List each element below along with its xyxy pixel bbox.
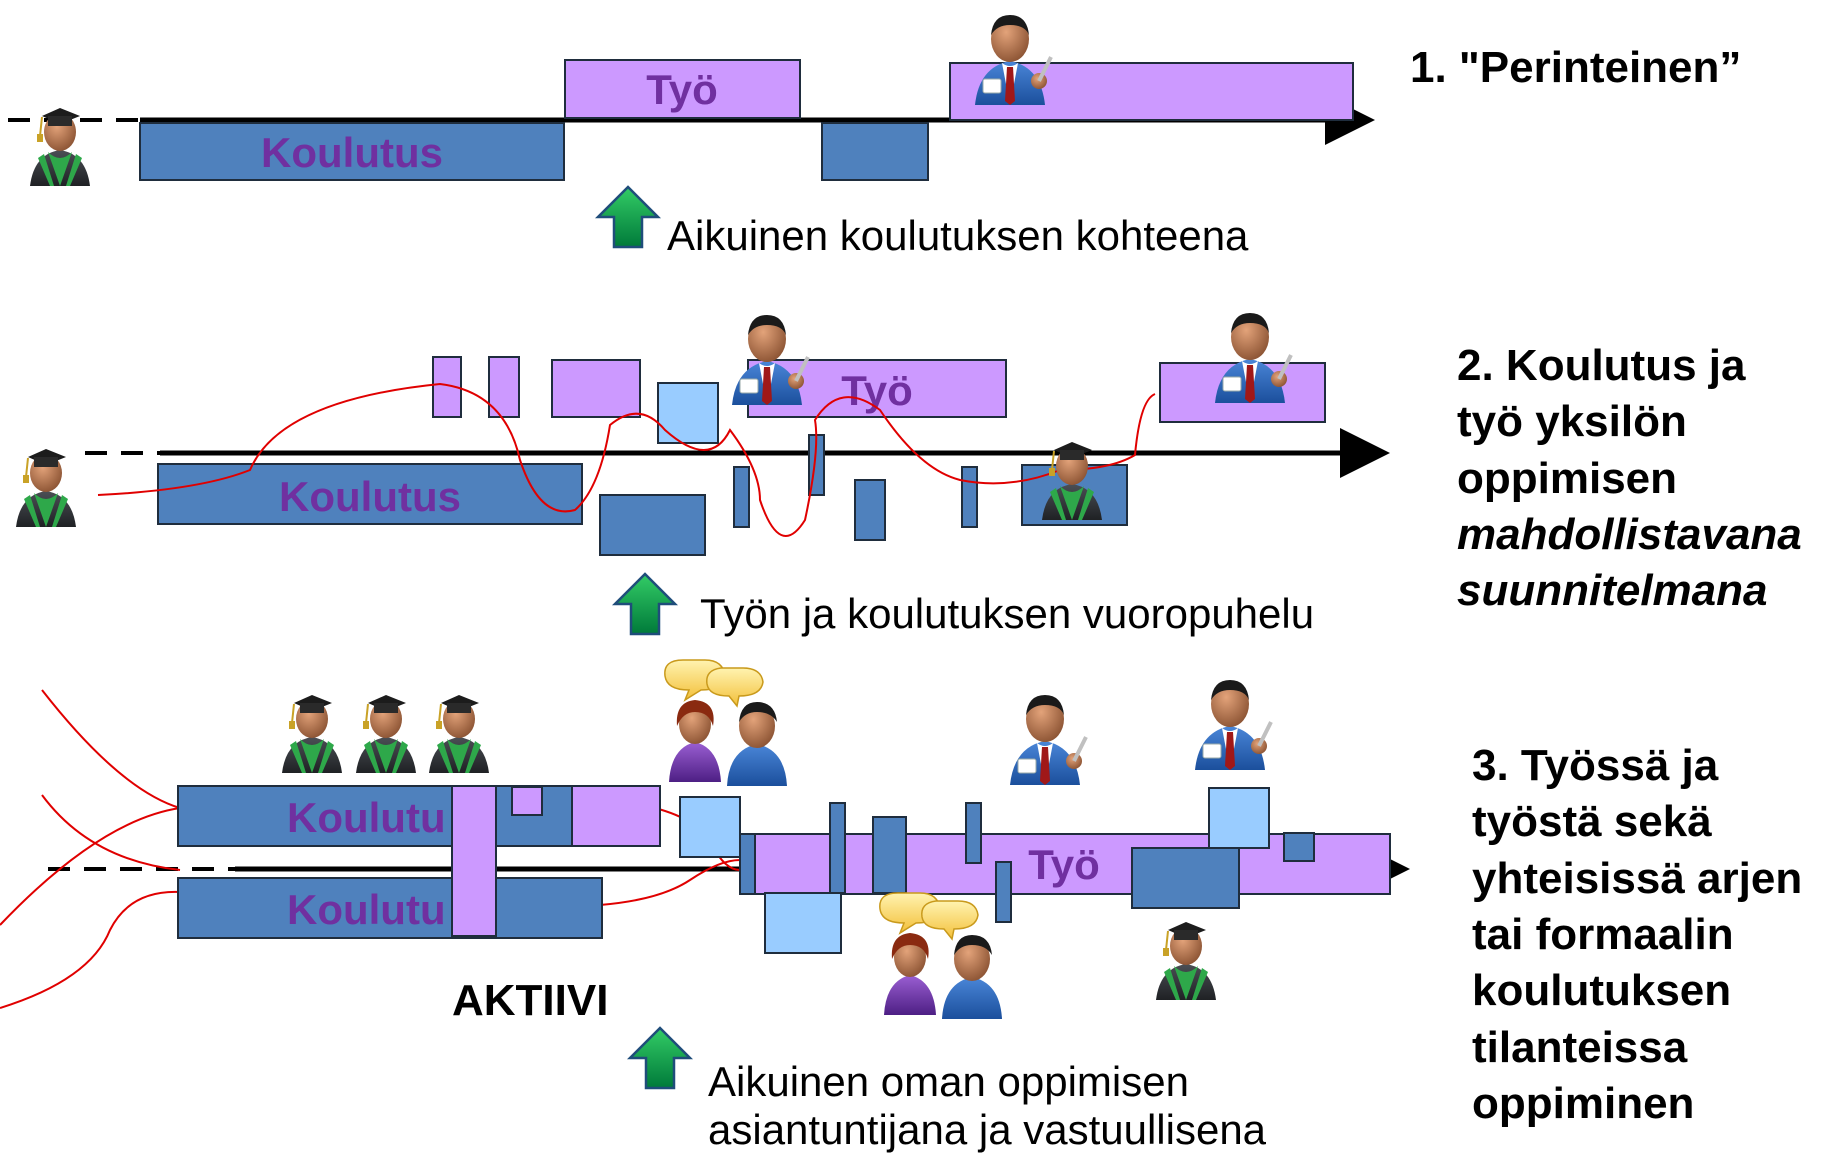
row1-caption: Aikuinen koulutuksen kohteena: [667, 212, 1249, 259]
row1-koulutus-bar: [139, 122, 565, 181]
row3-title-line-3: yhteisissä arjen: [1472, 853, 1803, 903]
row3-koulutus-thin-4: [995, 861, 1012, 923]
row3-koulutus-thin-2: [829, 802, 846, 894]
row3-mixed-block-1: [679, 796, 741, 858]
row2-title-line-3: oppimisen: [1457, 453, 1678, 503]
row1-up-arrow-icon: [596, 185, 660, 249]
row2-title: 2. Koulutus ja työ yksilön oppimisen mah…: [1457, 338, 1802, 620]
row3-curve-3: [0, 807, 181, 926]
row3-title-line-4: tai formaalin: [1472, 909, 1734, 959]
row3-title-line-2: työstä sekä: [1472, 797, 1712, 847]
row3-koulutus-block-1: [872, 816, 907, 894]
row3-graduate-icon-1: [281, 694, 343, 774]
row3-curve-4: [0, 890, 181, 1009]
row3-aktiivi-pillar: [451, 785, 497, 937]
row1-worker-icon: [973, 13, 1053, 107]
row2-koulutus-label: Koulutus: [279, 473, 461, 520]
row3-title-line-1: 3. Työssä ja: [1472, 741, 1719, 790]
row2-tyo-block-2: [488, 356, 520, 418]
row3-title-line-6: tilanteissa: [1472, 1022, 1688, 1072]
row3-title: 3. Työssä ja työstä sekä yhteisissä arje…: [1472, 738, 1802, 1132]
row2-learning-path: [97, 382, 1156, 537]
row2-title-italic-line-2: suunnitelmana: [1457, 566, 1768, 616]
row3-graduate-icon-4: [1155, 921, 1217, 1001]
row3-dialogue-icon-2: [879, 892, 1003, 1020]
row2-mixed-block: [657, 382, 719, 444]
row1-title: 1. "Perinteinen”: [1410, 43, 1742, 92]
row3-up-arrow-icon: [628, 1026, 692, 1090]
row2-group: Koulutus Työ: [15, 311, 1390, 636]
row2-tyo-block-3: [551, 359, 641, 418]
row2-graduate-icon: [15, 448, 77, 528]
row3-worker-icon-2: [1193, 678, 1273, 772]
row3-mixed-block-3: [1208, 787, 1270, 849]
row1-group: Koulutus Työ: [8, 13, 1375, 249]
row3-caption-line-1: Aikuinen oman oppimisen: [708, 1058, 1189, 1105]
row3-tyo-block-1: [571, 785, 661, 847]
row3-worker-icon-1: [1008, 693, 1088, 787]
row3-koulutus-label-upper: Koulutu: [287, 794, 446, 841]
row3-mixed-block-2: [764, 892, 842, 954]
row3-curve-2: [41, 794, 181, 871]
row3-tyo-label: Työ: [1028, 841, 1100, 888]
row2-tyo-label: Työ: [841, 367, 913, 414]
row1-tyo-label: Työ: [646, 66, 718, 113]
row3-koulutus-block-2: [1131, 847, 1240, 909]
row2-title-italic-line-1: mahdollistavana: [1457, 509, 1802, 559]
row3-caption-line-2: asiantuntijana ja vastuullisena: [708, 1106, 1267, 1154]
row3-koulutus-small: [1283, 832, 1315, 862]
row3-graduate-icon-3: [428, 694, 490, 774]
row3-koulutus-bar-lower: [177, 877, 603, 939]
row2-title-line-1: 2. Koulutus ja: [1457, 341, 1746, 390]
row1-koulutus-block: [821, 122, 929, 181]
row2-koulutus-block-1: [599, 494, 706, 556]
row3-dialogue-icon-1: [664, 659, 788, 787]
row1-tyo-bar: [564, 59, 801, 119]
row2-worker-icon-2: [1213, 311, 1293, 405]
row3-koulutus-thin-1: [739, 833, 756, 895]
row3-tyo-bar: [739, 833, 1391, 895]
row2-up-arrow-icon: [613, 572, 677, 636]
row2-koulutus-thin-1: [733, 466, 750, 528]
row3-aktiivi-label: AKTIIVI: [452, 976, 608, 1025]
row3-curve-5: [599, 859, 741, 906]
row3-title-line-5: koulutuksen: [1472, 966, 1732, 1016]
row1-koulutus-label: Koulutus: [261, 129, 443, 176]
row3-title-line-7: oppiminen: [1472, 1078, 1695, 1128]
row2-title-line-2: työ yksilön: [1457, 397, 1687, 447]
row2-caption: Työn ja koulutuksen vuoropuhelu: [700, 590, 1315, 637]
row3-caption: Aikuinen oman oppimisen asiantuntijana j…: [708, 1058, 1266, 1155]
row2-koulutus-bar: [157, 463, 583, 525]
row3-graduate-icon-2: [355, 694, 417, 774]
row3-group: Koulutu Koulutu Työ AKTIIVI: [0, 659, 1410, 1090]
row3-curve-1: [41, 689, 181, 809]
row3-koulutus-thin-3: [965, 802, 982, 864]
row2-koulutus-thin-3: [961, 466, 978, 528]
row2-koulutus-block-2: [854, 479, 886, 541]
row3-koulutus-label-lower: Koulutu: [287, 886, 446, 933]
row3-tyo-small: [511, 786, 543, 816]
